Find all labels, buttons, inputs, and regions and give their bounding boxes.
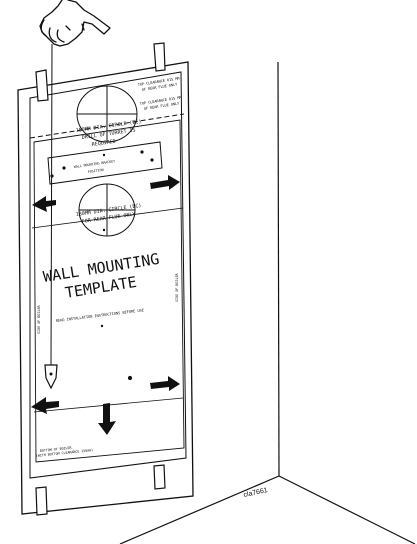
- top-clearance-label-3: TOP CLEARANCE 015 MM: [140, 95, 182, 106]
- bracket-panel: [47, 141, 163, 185]
- upper-flue-circle: [76, 85, 138, 143]
- top-clearance-label-2: OF REAR FLUE ONLY: [142, 82, 179, 92]
- arrow-icon: [31, 397, 59, 414]
- boiler-outline: [33, 119, 185, 463]
- tape-top-left: [35, 69, 49, 102]
- arrow-icon: [150, 175, 180, 190]
- arrow-icon: [98, 403, 116, 435]
- hand-icon: [39, 0, 111, 47]
- bracket-label-1: WALL MOUNTING BRACKET: [74, 159, 116, 169]
- tape-bottom-right: [153, 464, 166, 490]
- bottom-label-2: (WITH BOTTOM CLEARANCE 150mm): [36, 448, 94, 458]
- lower-flue-circle: [78, 183, 136, 237]
- arrow-icon: [150, 376, 180, 391]
- plumb-bob-icon: [44, 364, 58, 390]
- clearance-line: [29, 113, 185, 139]
- room-walls: [119, 61, 416, 544]
- top-clearance-label-1: TOP CLEARANCE 015 MM: [138, 76, 180, 87]
- ref-code: cla7661: [243, 487, 269, 499]
- left-side-label: SIDE OF BOILER: [37, 304, 41, 334]
- arrow-icon: [32, 196, 56, 212]
- tape-bottom-left: [35, 486, 48, 516]
- direction-arrows: [31, 175, 180, 435]
- tape-tabs: [35, 42, 166, 516]
- bracket-label-2: POSITION: [88, 168, 104, 174]
- tape-top-right: [153, 42, 166, 72]
- bottom-label-1: BOTTOM OF BOILER: [40, 446, 72, 453]
- right-side-label: SIDE OF BOILER: [175, 272, 179, 302]
- upper-circle-label-3: REQUIRED: [91, 139, 116, 148]
- plumb-line: [44, 43, 58, 390]
- top-clearance-label-4: OF REAR FLUE ONLY: [144, 101, 181, 111]
